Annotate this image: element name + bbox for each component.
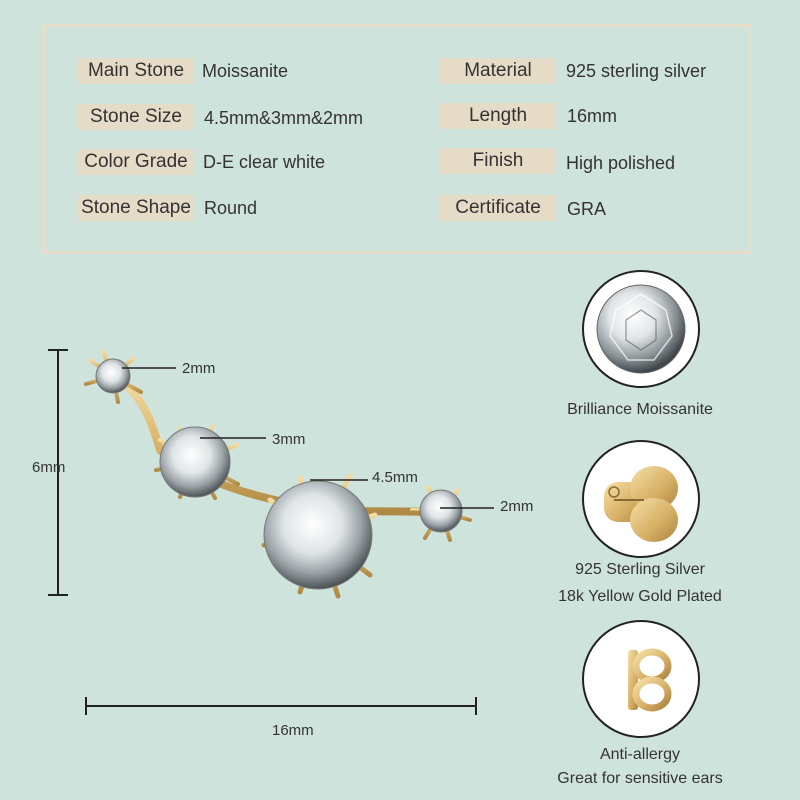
earring-diagram — [48, 349, 494, 715]
feature-anti-allergy-text: Anti-allergy — [599, 746, 681, 763]
label-width: 16mm — [272, 722, 314, 739]
spec-value-main-stone: Moissanite — [202, 61, 289, 81]
spec-label-length: Length — [440, 103, 556, 129]
spec-label-stone-shape: Stone Shape — [78, 195, 194, 221]
label-stone-3: 4.5mm — [372, 469, 418, 486]
spec-value-stone-size: 4.5mm&3mm&2mm — [204, 108, 364, 128]
feature-gold-plated-text: 18k Yellow Gold Plated — [558, 588, 722, 605]
width-dimension — [85, 697, 477, 715]
label-height: 6mm — [32, 459, 66, 476]
stone-small-1 — [84, 350, 143, 404]
spec-label-color-grade: Color Grade — [78, 149, 194, 175]
feature-silver-text: 925 Sterling Silver — [575, 561, 705, 578]
spec-label-stone-size: Stone Size — [78, 104, 194, 130]
stone-large — [261, 473, 378, 599]
label-stone-2: 3mm — [272, 431, 306, 448]
label-stone-4: 2mm — [500, 498, 534, 515]
spec-label-material: Material — [440, 58, 556, 84]
spec-value-certificate: GRA — [567, 199, 607, 219]
feature-sensitive-ears-text: Great for sensitive ears — [557, 770, 723, 787]
stone-small-2 — [410, 485, 472, 542]
spec-table-frame — [42, 24, 752, 254]
label-stone-1: 2mm — [182, 360, 216, 377]
earring-post-icon — [582, 620, 700, 738]
feature-brilliance-text: Brilliance Moissanite — [567, 401, 713, 418]
earring-back-icon — [582, 440, 700, 558]
spec-value-stone-shape: Round — [204, 198, 258, 218]
spec-value-color-grade: D-E clear white — [203, 152, 326, 172]
spec-value-length: 16mm — [567, 106, 618, 126]
spec-label-main-stone: Main Stone — [78, 58, 194, 84]
moissanite-gem-icon — [582, 270, 700, 388]
spec-label-finish: Finish — [440, 148, 556, 174]
spec-label-certificate: Certificate — [440, 195, 556, 221]
spec-value-finish: High polished — [566, 153, 676, 173]
stone-medium — [154, 424, 240, 500]
height-dimension — [48, 349, 68, 596]
spec-value-material: 925 sterling silver — [566, 61, 707, 81]
